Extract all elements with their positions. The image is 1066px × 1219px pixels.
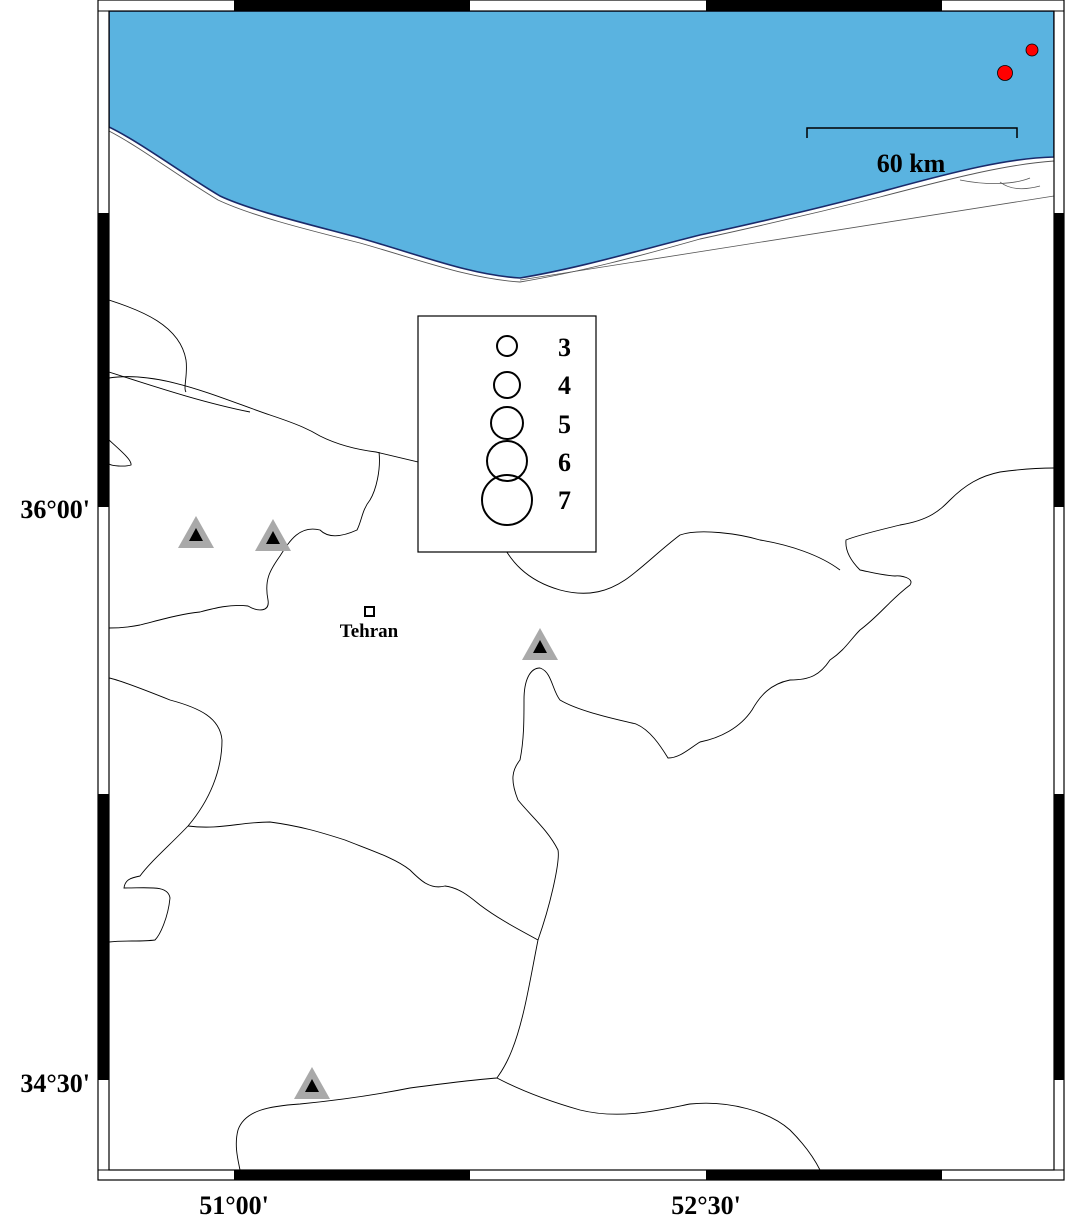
legend-circle-6 xyxy=(486,440,528,482)
scale-bar xyxy=(806,127,1018,138)
legend-circle-5 xyxy=(490,406,524,440)
legend-label-6: 6 xyxy=(558,448,571,477)
coastline xyxy=(959,177,1041,190)
map-frame xyxy=(97,0,1065,1181)
station-marker xyxy=(522,628,558,660)
caspian-sea xyxy=(109,11,1054,279)
legend-label-5: 5 xyxy=(558,410,571,439)
coastline xyxy=(109,130,1054,283)
legend-circle-7 xyxy=(481,474,533,526)
lon-tick-label: 51°00' xyxy=(199,1191,269,1219)
city-label-tehran: Tehran xyxy=(340,621,399,642)
legend-circle-4 xyxy=(493,371,521,399)
city-square-marker xyxy=(364,606,375,617)
legend-label-4: 4 xyxy=(558,371,571,400)
lon-tick-label: 52°30' xyxy=(671,1191,741,1219)
lat-tick-label: 34°30' xyxy=(20,1069,90,1098)
legend-label-3: 3 xyxy=(558,333,571,362)
legend-label-7: 7 xyxy=(558,486,571,515)
station-marker xyxy=(255,519,291,551)
station-marker xyxy=(178,516,214,548)
legend-circle-3 xyxy=(496,335,518,357)
coastline xyxy=(519,195,1054,281)
magnitude-legend: 3 4 5 6 7 xyxy=(417,315,597,553)
earthquake-event-marker xyxy=(997,65,1013,81)
scale-bar-label: 60 km xyxy=(877,149,946,178)
earthquake-event-marker xyxy=(1025,43,1039,57)
station-marker xyxy=(294,1067,330,1099)
province-boundaries xyxy=(109,299,1054,1170)
lat-tick-label: 36°00' xyxy=(20,495,90,524)
